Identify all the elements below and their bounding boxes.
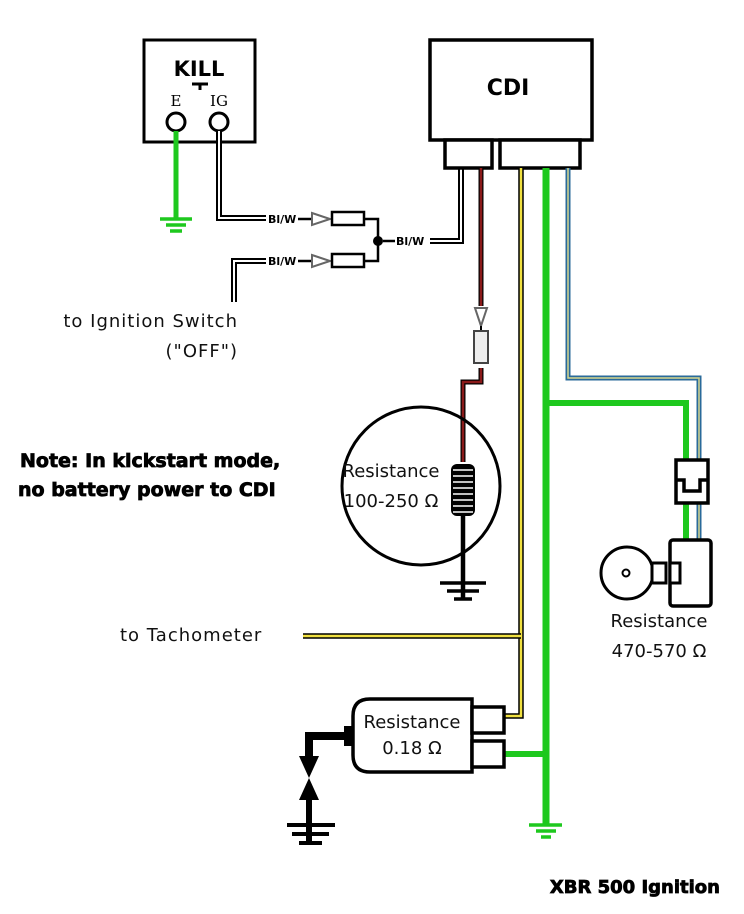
note-line-2: no battery power to CDI bbox=[18, 479, 276, 501]
ignition-coil: Resistance 0.18 Ω bbox=[287, 697, 506, 845]
cdi-connector-left bbox=[443, 138, 494, 170]
ignition-coil-resistance-label: Resistance bbox=[364, 712, 461, 733]
connector-joint: Bl/W bbox=[373, 235, 424, 248]
terminal-e bbox=[165, 111, 187, 133]
kill-switch-label: KILL bbox=[174, 57, 225, 81]
ignition-switch-label: to Ignition Switch bbox=[63, 311, 238, 332]
exciter-coil-resistance-label: Resistance bbox=[343, 461, 440, 482]
connector-lower-label: Bl/W bbox=[268, 255, 296, 268]
pickup-coil-resistance-label: Resistance bbox=[611, 611, 708, 632]
tachometer-label: to Tachometer bbox=[120, 625, 262, 646]
pickup-connector bbox=[674, 458, 710, 505]
terminal-ig-label: IG bbox=[210, 92, 228, 110]
green-ground-icon bbox=[529, 823, 562, 839]
connector-lower: Bl/W bbox=[268, 240, 380, 269]
ignition-switch-wire bbox=[231, 258, 266, 302]
ignition-coil-resistance-value: 0.18 Ω bbox=[382, 738, 442, 759]
red-wire-connector bbox=[473, 307, 489, 364]
kill-ground-wire bbox=[160, 131, 192, 233]
red-wire bbox=[460, 168, 484, 462]
green-wire bbox=[504, 168, 689, 825]
ignition-switch-state-label: ("OFF") bbox=[166, 341, 238, 362]
pickup-coil: Resistance 470-570 Ω bbox=[599, 538, 713, 662]
cdi-label: CDI bbox=[487, 76, 530, 101]
exciter-coil-resistance-value: 100-250 Ω bbox=[344, 491, 439, 512]
terminal-ig bbox=[208, 111, 230, 133]
connector-joint-label: Bl/W bbox=[396, 235, 424, 248]
terminal-e-label: E bbox=[171, 92, 182, 110]
cdi-connector-right bbox=[498, 138, 582, 170]
cdi-blw-wire bbox=[430, 168, 464, 244]
kill-ig-wire bbox=[216, 131, 266, 221]
exciter-coil: Resistance 100-250 Ω bbox=[340, 405, 502, 601]
pickup-coil-resistance-value: 470-570 Ω bbox=[612, 641, 707, 662]
yellow-wire bbox=[303, 168, 524, 719]
kill-switch: KILL E IG bbox=[142, 38, 257, 144]
note-line-1: Note: In kickstart mode, bbox=[20, 450, 280, 472]
connector-upper-label: Bl/W bbox=[268, 213, 296, 226]
diagram-title: XBR 500 Ignition bbox=[550, 877, 720, 898]
connector-upper: Bl/W bbox=[268, 210, 380, 240]
cdi-unit: CDI bbox=[428, 38, 594, 170]
